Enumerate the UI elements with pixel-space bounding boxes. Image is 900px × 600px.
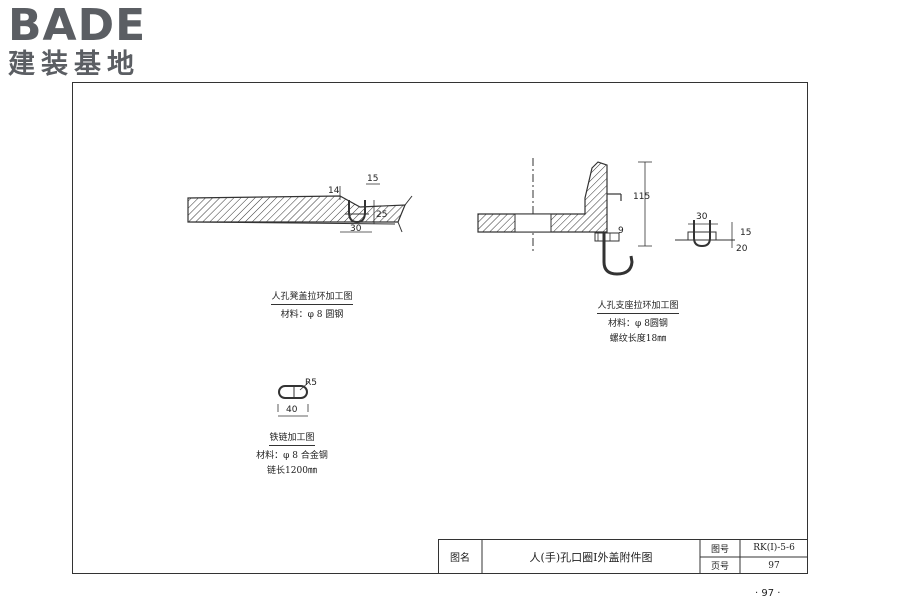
caption-title: 人孔凳盖拉环加工图 bbox=[271, 289, 353, 305]
caption-title: 铁链加工图 bbox=[269, 430, 315, 446]
title-block-name-label: 图名 bbox=[450, 553, 470, 564]
title-block-name: 人(手)孔口圈I外盖附件图 bbox=[529, 550, 653, 564]
page-number: · 97 · bbox=[755, 588, 781, 599]
caption-material: 材料：φ 8 合金钢 bbox=[256, 451, 328, 461]
caption-title: 人孔支座拉环加工图 bbox=[597, 298, 679, 314]
seat-pull-ring-drawing bbox=[477, 158, 735, 276]
dim-30-seat: 30 bbox=[696, 212, 708, 222]
dim-25: 25 bbox=[376, 210, 388, 220]
chain-caption: 铁链加工图 材料：φ 8 合金钢 链长1200㎜ bbox=[252, 430, 332, 476]
title-block bbox=[438, 539, 808, 574]
caption-material: 材料：φ 8 圆钢 bbox=[280, 310, 344, 320]
cover-pull-ring-drawing bbox=[187, 183, 413, 233]
bade-logo: BADE 建装基地 bbox=[8, 4, 146, 80]
dim-115: 115 bbox=[633, 192, 651, 202]
caption-note: 螺纹长度18㎜ bbox=[609, 334, 667, 344]
caption-note: 链长1200㎜ bbox=[267, 466, 317, 476]
cover-pull-ring-caption: 人孔凳盖拉环加工图 材料：φ 8 圆钢 bbox=[262, 289, 362, 320]
logo-subtitle: 建装基地 bbox=[8, 49, 140, 80]
dim-15: 15 bbox=[367, 174, 379, 184]
seat-pull-ring-caption: 人孔支座拉环加工图 材料：φ 8圆钢 螺纹长度18㎜ bbox=[588, 298, 688, 344]
dim-20: 20 bbox=[736, 244, 748, 254]
logo-wordmark: BADE bbox=[8, 0, 147, 51]
title-block-drawing-no: RK(I)-5-6 bbox=[753, 543, 795, 553]
dim-9: 9 bbox=[618, 226, 624, 236]
title-block-drawing-no-label: 图号 bbox=[710, 544, 729, 555]
dim-14: 14 bbox=[328, 186, 340, 196]
dim-40: 40 bbox=[286, 405, 298, 415]
chain-drawing bbox=[277, 381, 310, 417]
dim-r5: R5 bbox=[305, 378, 317, 388]
title-block-lines bbox=[481, 539, 808, 574]
title-block-page-label: 页号 bbox=[710, 562, 729, 572]
dim-15-seat: 15 bbox=[740, 228, 752, 238]
dim-30: 30 bbox=[350, 224, 362, 234]
caption-material: 材料：φ 8圆钢 bbox=[608, 319, 668, 329]
title-block-page: 97 bbox=[768, 560, 780, 571]
